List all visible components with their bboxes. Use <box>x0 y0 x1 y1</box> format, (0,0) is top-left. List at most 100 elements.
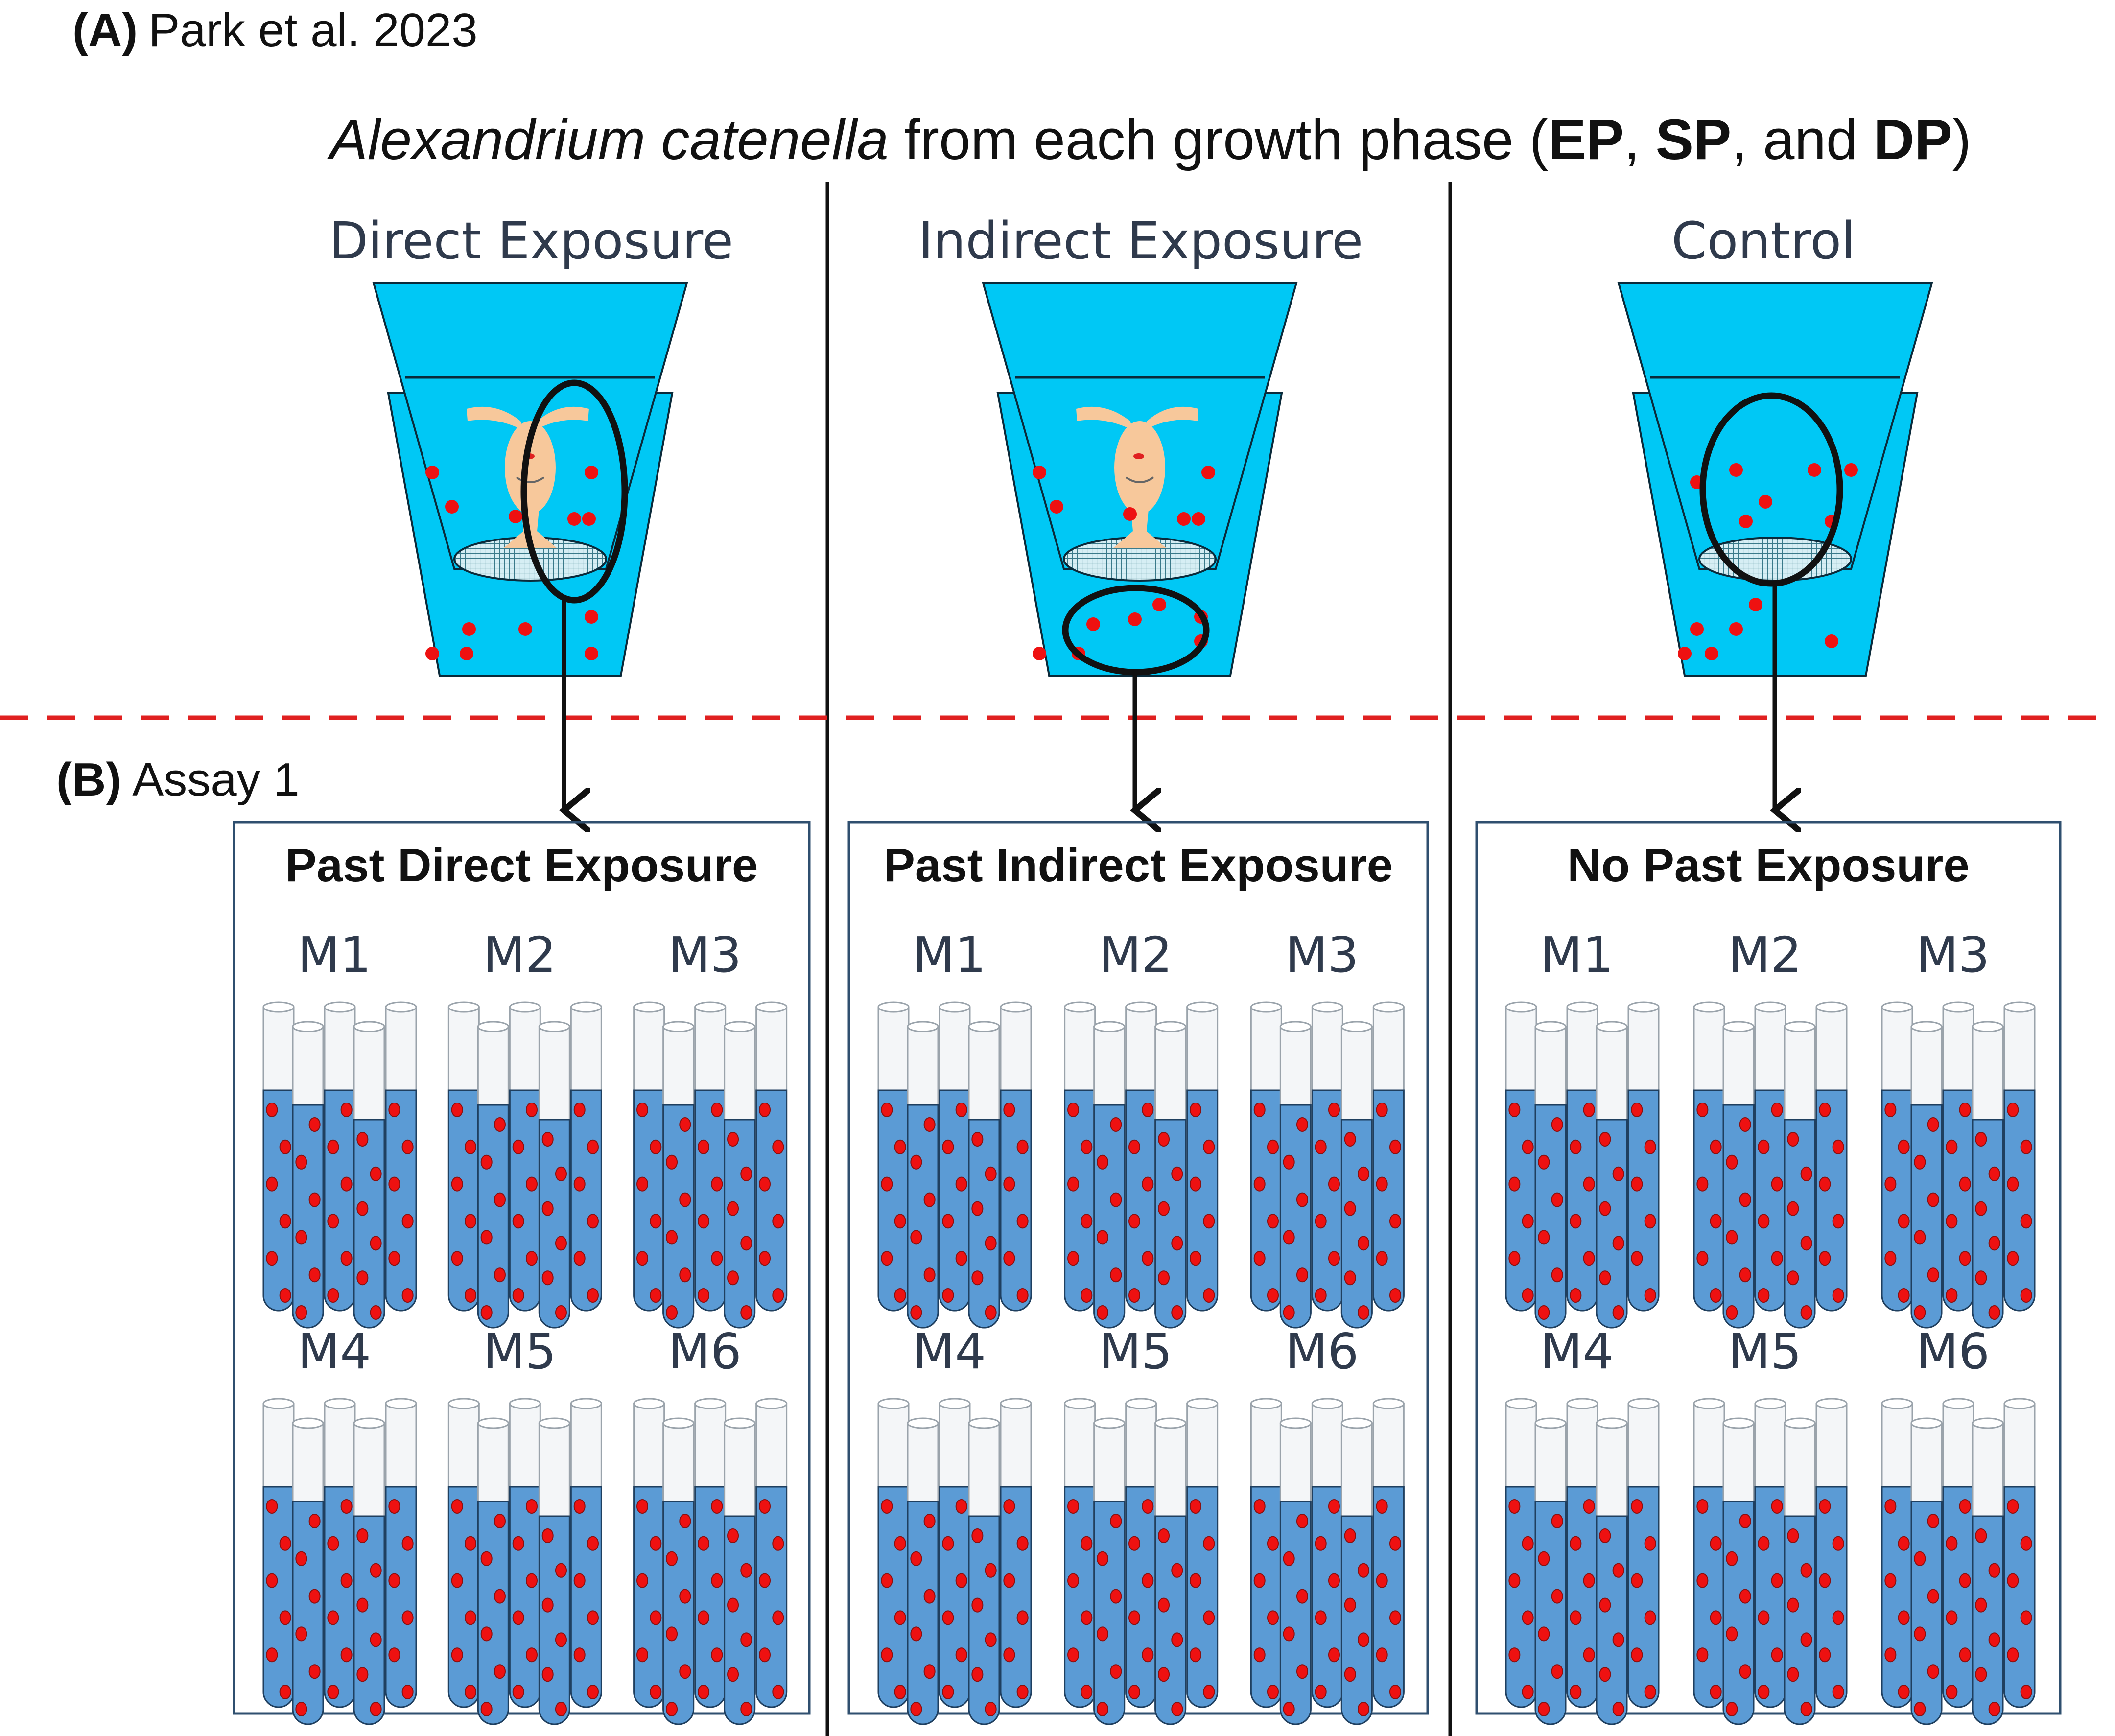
copepod <box>467 406 589 548</box>
tube-cell <box>1283 1230 1295 1245</box>
tube-cell <box>711 1573 723 1588</box>
tube-cell <box>370 1702 382 1716</box>
tube-cell <box>1946 1214 1958 1229</box>
tube-cell <box>525 1103 538 1117</box>
tube-cell <box>1599 1132 1611 1147</box>
tube-cell <box>541 1132 554 1147</box>
tube-cell <box>910 1702 922 1716</box>
tube-cell <box>894 1139 906 1154</box>
tube-rim <box>877 1398 910 1409</box>
tube-rim <box>2003 1001 2036 1013</box>
tube-cell <box>1016 1685 1029 1699</box>
tube-liquid <box>1154 1515 1187 1725</box>
algal-cell <box>1177 512 1191 526</box>
tube-cell <box>401 1214 414 1229</box>
tube-liquid <box>1125 1089 1157 1312</box>
tube-cell <box>1158 1201 1170 1216</box>
tube-cell <box>1110 1117 1122 1132</box>
title-end: ) <box>1952 108 1972 171</box>
tube-cell <box>1203 1610 1215 1625</box>
group-label: M1 <box>298 926 371 984</box>
algal-cell <box>1128 612 1142 626</box>
tube-cell <box>881 1573 893 1588</box>
tube-rim <box>1722 1417 1755 1429</box>
test-tube <box>447 1001 480 1312</box>
tube-liquid <box>877 1486 910 1708</box>
tube-liquid <box>353 1515 385 1725</box>
tube-cell <box>711 1499 723 1514</box>
tube-cell <box>1097 1305 1109 1320</box>
tube-cell <box>480 1702 493 1716</box>
tube-liquid <box>1093 1501 1126 1725</box>
tube-cell <box>894 1610 906 1625</box>
group-label: M1 <box>1540 926 1614 984</box>
test-tube <box>1754 1001 1786 1312</box>
test-tube <box>1910 1021 1943 1329</box>
tube-cell <box>1158 1528 1170 1543</box>
tube-cell <box>1522 1685 1534 1699</box>
tube-cell <box>1296 1192 1308 1207</box>
tube-cell <box>955 1251 967 1266</box>
tube-liquid <box>2003 1486 2036 1708</box>
tube-cell <box>401 1685 414 1699</box>
tube-cell <box>759 1176 771 1192</box>
tube-cell <box>650 1536 662 1551</box>
tube-rim <box>1754 1001 1786 1013</box>
tube-cell <box>2007 1573 2019 1588</box>
tube-cell <box>1631 1103 1643 1117</box>
tube-cell <box>512 1685 524 1699</box>
species-name: Alexandrium catenella <box>327 108 889 171</box>
tube-cell <box>1389 1610 1401 1625</box>
test-tube <box>262 1001 295 1312</box>
tube-cell <box>1110 1589 1122 1604</box>
tube-cell <box>295 1230 307 1245</box>
group-label: M5 <box>1099 1323 1173 1380</box>
tube-rim <box>385 1001 417 1013</box>
tube-cell <box>698 1214 710 1229</box>
tube-cell <box>1975 1270 1987 1286</box>
tube-cell <box>923 1267 936 1283</box>
tube-cell <box>772 1536 784 1551</box>
tube-cell <box>1975 1201 1987 1216</box>
tube-cell <box>1599 1597 1611 1613</box>
test-tube <box>1627 1001 1660 1312</box>
tube-cell <box>910 1551 922 1566</box>
tube-cell <box>1097 1551 1109 1566</box>
tube-cell <box>650 1685 662 1699</box>
tube-liquid <box>2003 1089 2036 1312</box>
tube-cell <box>555 1236 567 1251</box>
tube-rim <box>755 1001 788 1013</box>
test-tube <box>262 1398 295 1708</box>
tube-cell <box>650 1214 662 1229</box>
tube-cell <box>1726 1551 1738 1566</box>
tube-cell <box>1203 1536 1215 1551</box>
tube-cell <box>1376 1573 1388 1588</box>
tube-liquid <box>1000 1089 1032 1312</box>
tube-cell <box>388 1103 400 1117</box>
group-label: M5 <box>483 1323 556 1380</box>
tube-cell <box>1158 1270 1170 1286</box>
test-tube <box>1815 1398 1848 1708</box>
inner-cup <box>1617 282 1933 570</box>
tube-cell <box>1253 1103 1266 1117</box>
tube-rim <box>633 1001 665 1013</box>
panel-a-citation: Park et al. 2023 <box>148 4 477 56</box>
tube-cell <box>1110 1267 1122 1283</box>
tube-cell <box>1376 1176 1388 1192</box>
tube-cell <box>340 1647 352 1663</box>
test-tube <box>1784 1417 1816 1725</box>
tube-cell <box>1710 1685 1722 1699</box>
tube-cell <box>1253 1251 1266 1266</box>
tube-rim <box>477 1021 509 1032</box>
tube-cell <box>1142 1103 1154 1117</box>
tube-cell <box>308 1117 321 1132</box>
tube-cell <box>1696 1573 1709 1588</box>
title-sep-1: , <box>1624 108 1655 171</box>
tube-rim <box>907 1021 939 1032</box>
panel-b-letter: (B) <box>56 753 121 806</box>
tube-cell <box>1832 1685 1844 1699</box>
tube-cell <box>1644 1610 1656 1625</box>
tube-cell <box>1696 1103 1709 1117</box>
tube-cell <box>1357 1236 1369 1251</box>
tube-cell <box>1612 1702 1624 1716</box>
